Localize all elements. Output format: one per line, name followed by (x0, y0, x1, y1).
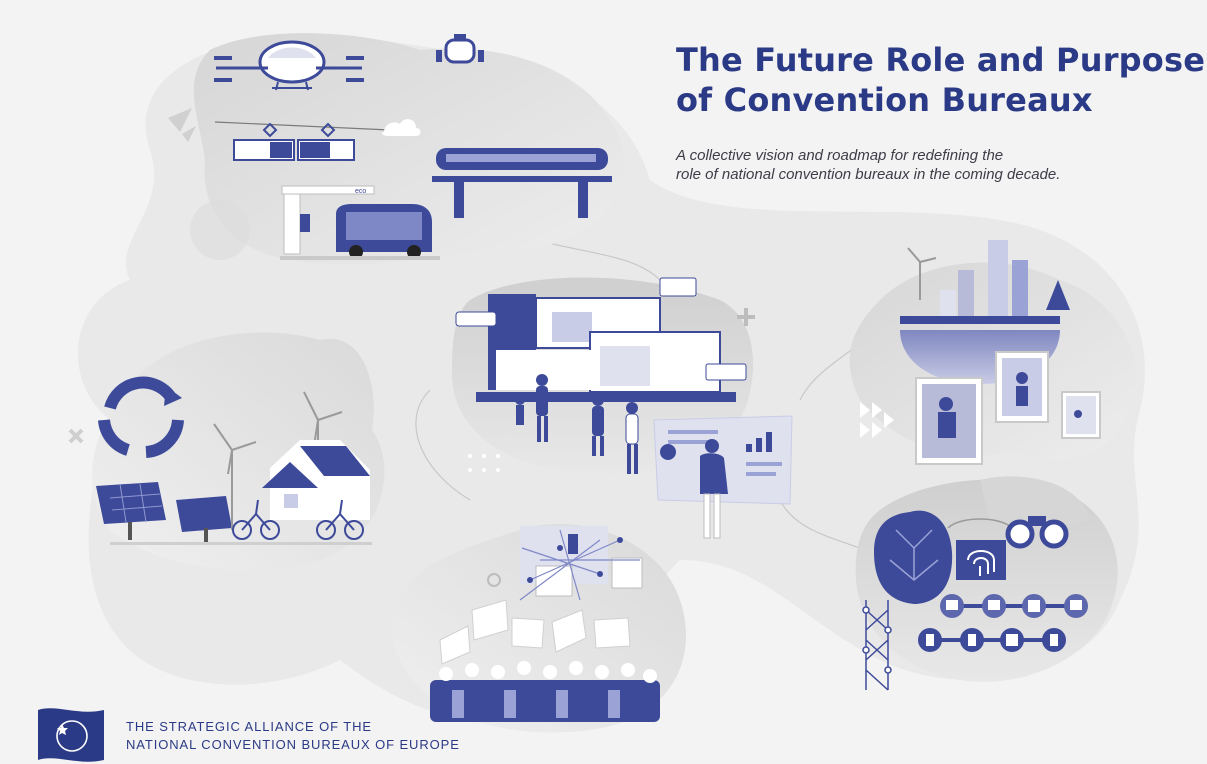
mobility-blob (193, 33, 624, 265)
path-line (415, 199, 901, 561)
sparkle-grid (468, 454, 500, 472)
network-graph-icon (519, 526, 643, 601)
fingerprint-icon (947, 518, 1013, 580)
page-title: The Future Role and Purpose of Conventio… (676, 40, 1206, 120)
dna-icon (862, 600, 892, 691)
cyclist-icon (232, 499, 364, 540)
face-scan-icon (874, 510, 953, 604)
organization-name: THE STRATEGIC ALLIANCE OF THE NATIONAL C… (126, 718, 460, 754)
shuttle-bus-icon (280, 204, 440, 260)
bus-stop-icon: eco (281, 185, 375, 255)
ring-marker (487, 573, 501, 587)
drone-icon (436, 34, 484, 64)
org-line-2: NATIONAL CONVENTION BUREAUX OF EUROPE (126, 737, 460, 752)
dot-pattern (190, 200, 250, 260)
binoculars-icon (1005, 516, 1069, 549)
ground-line (110, 542, 372, 545)
title-line-2: of Convention Bureaux (676, 81, 1093, 119)
subtitle-line-2: role of national convention bureaux in t… (676, 166, 1061, 183)
tech-bg-blob (980, 476, 1090, 528)
title-line-1: The Future Role and Purpose (676, 41, 1206, 79)
speech-bubble-icon (455, 277, 747, 381)
photo-frame-icon (915, 351, 1101, 465)
recycle-icon (98, 376, 184, 458)
monorail-icon (432, 148, 612, 218)
cable-car-icon (214, 121, 391, 161)
flying-taxi-icon (214, 40, 364, 91)
flag-icon (439, 599, 631, 665)
page-subtitle: A collective vision and roadmap for rede… (676, 146, 1196, 184)
org-line-1: THE STRATEGIC ALLIANCE OF THE (126, 719, 372, 734)
solar-panel-icon (96, 482, 232, 542)
plus-mark (737, 308, 755, 326)
eu-flag-logo-icon (38, 708, 104, 762)
person-icon (515, 374, 639, 474)
triangle-pattern (860, 402, 894, 438)
presenter-icon (700, 439, 728, 539)
station-sign: eco (355, 188, 366, 195)
cross-mark (68, 428, 84, 444)
circuit-icon (918, 594, 1088, 652)
cloud-icon (381, 119, 421, 136)
subtitle-line-1: A collective vision and roadmap for rede… (676, 147, 1004, 164)
house-icon (262, 440, 370, 520)
chevron-decoration (168, 108, 196, 142)
crowd-icon (430, 661, 660, 722)
